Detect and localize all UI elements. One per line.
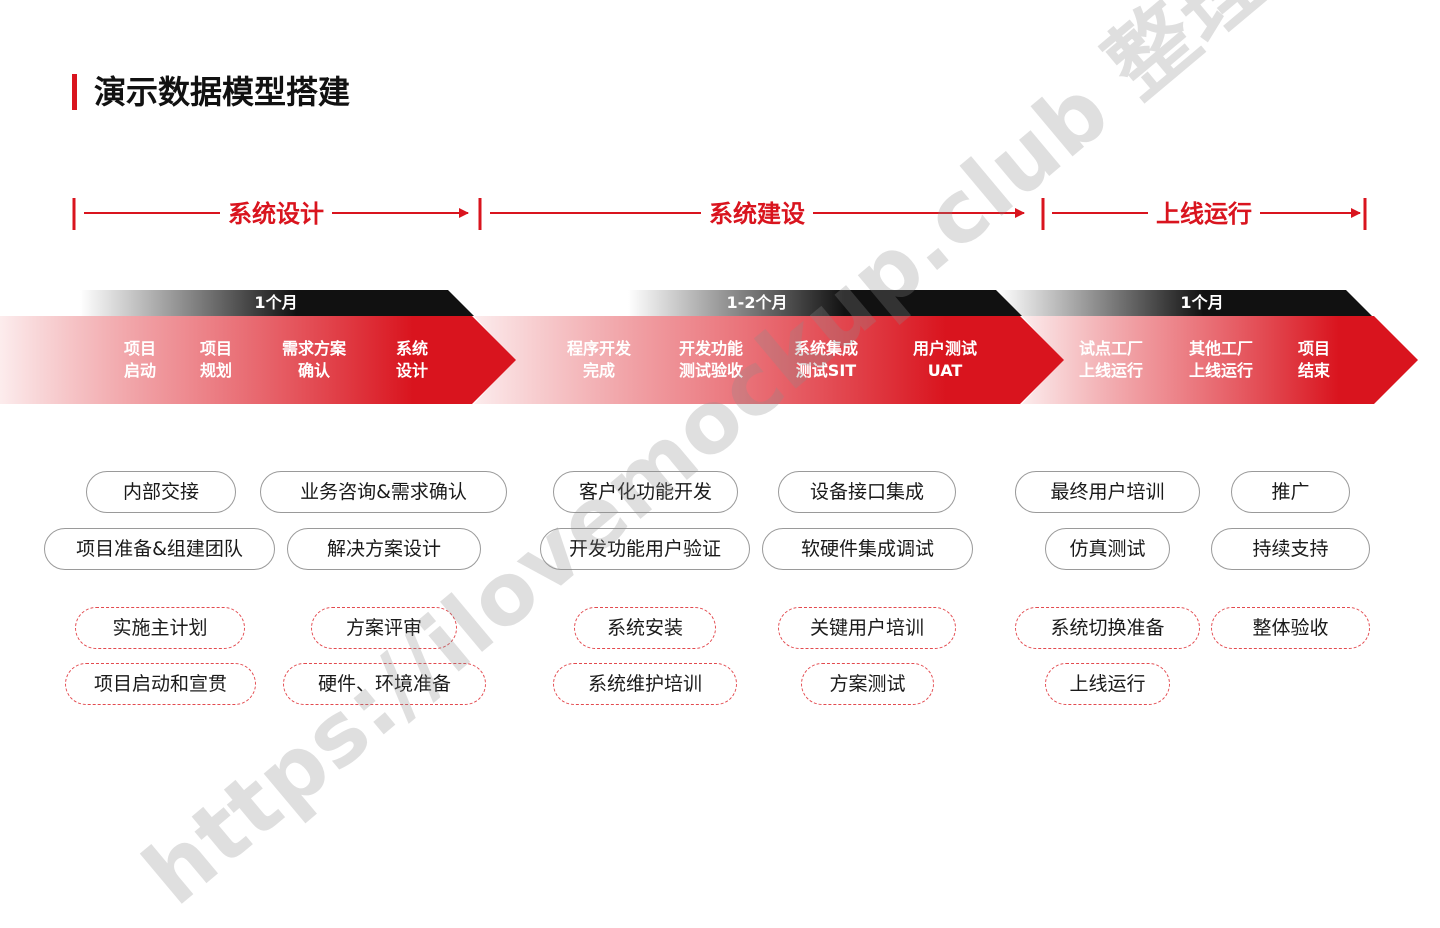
- planned-task-pill: 系统安装: [574, 607, 716, 649]
- timeline-graphics: [0, 198, 1418, 404]
- task-pill: 设备接口集成: [778, 471, 956, 513]
- step-line: 开发功能: [678, 339, 743, 358]
- planned-task-pill: 方案评审: [311, 607, 457, 649]
- step-line: 项目: [1297, 339, 1330, 358]
- step-line: 系统集成: [793, 339, 858, 358]
- page-title: 演示数据模型搭建: [94, 73, 351, 111]
- step-line: 项目: [199, 339, 232, 358]
- title-accent-bar: [72, 74, 77, 110]
- step-line: 测试SIT: [795, 361, 857, 380]
- task-pill: 持续支持: [1211, 528, 1370, 570]
- planned-task-pill: 硬件、环境准备: [283, 663, 486, 705]
- task-pill: 项目准备&组建团队: [44, 528, 275, 570]
- step-line: 测试验收: [678, 361, 743, 380]
- step-other-golive: 其他工厂 上线运行: [1166, 338, 1276, 382]
- step-line: 设计: [395, 361, 428, 380]
- duration-design: 1个月: [254, 293, 298, 312]
- planned-task-pill: 整体验收: [1211, 607, 1370, 649]
- step-dev-complete: 程序开发 完成: [544, 338, 654, 382]
- step-line: UAT: [927, 361, 963, 380]
- step-line: 程序开发: [566, 339, 631, 358]
- planned-task-pill: 方案测试: [801, 663, 934, 705]
- step-line: 试点工厂: [1078, 339, 1143, 358]
- task-pill: 最终用户培训: [1015, 471, 1200, 513]
- step-function-test: 开发功能 测试验收: [656, 338, 766, 382]
- step-line: 启动: [123, 361, 156, 380]
- step-line: 项目: [123, 339, 156, 358]
- step-line: 其他工厂: [1188, 339, 1253, 358]
- duration-band-1: [80, 290, 474, 316]
- planned-task-pill: 关键用户培训: [778, 607, 956, 649]
- step-line: 上线运行: [1078, 361, 1143, 380]
- task-pill: 开发功能用户验证: [540, 528, 750, 570]
- step-line: 用户测试: [912, 339, 977, 358]
- step-requirement-confirm: 需求方案 确认: [259, 338, 369, 382]
- duration-run: 1个月: [1180, 293, 1224, 312]
- task-pill: 软硬件集成调试: [762, 528, 973, 570]
- step-uat: 用户测试 UAT: [890, 338, 1000, 382]
- task-pill: 解决方案设计: [287, 528, 481, 570]
- phase-label-build: 系统建设: [701, 194, 813, 234]
- step-line: 系统: [395, 339, 428, 358]
- task-pill: 内部交接: [86, 471, 236, 513]
- planned-task-pill: 系统切换准备: [1015, 607, 1200, 649]
- task-pill: 业务咨询&需求确认: [260, 471, 507, 513]
- phase-chevron-3: [1022, 316, 1418, 404]
- step-line: 上线运行: [1188, 361, 1253, 380]
- step-project-end: 项目 结束: [1259, 338, 1369, 382]
- phase-chevron-2: [474, 316, 1064, 404]
- phase-label-design: 系统设计: [220, 194, 332, 234]
- step-line: 结束: [1297, 361, 1330, 380]
- planned-task-pill: 项目启动和宣贯: [65, 663, 256, 705]
- step-line: 需求方案: [281, 339, 346, 358]
- duration-band-2: [628, 290, 1022, 316]
- duration-build: 1-2个月: [726, 293, 788, 312]
- step-sit: 系统集成 测试SIT: [771, 338, 881, 382]
- task-pill: 客户化功能开发: [553, 471, 738, 513]
- planned-task-pill: 实施主计划: [75, 607, 245, 649]
- step-system-design: 系统 设计: [357, 338, 467, 382]
- step-line: 确认: [297, 361, 330, 380]
- step-line: 完成: [582, 361, 615, 380]
- duration-band-3: [998, 290, 1372, 316]
- planned-task-pill: 上线运行: [1045, 663, 1170, 705]
- planned-task-pill: 系统维护培训: [553, 663, 737, 705]
- step-line: 规划: [199, 361, 232, 380]
- task-pill: 推广: [1231, 471, 1350, 513]
- step-pilot-golive: 试点工厂 上线运行: [1056, 338, 1166, 382]
- step-project-start: 项目 启动: [85, 338, 195, 382]
- phase-label-run: 上线运行: [1148, 194, 1260, 234]
- task-pill: 仿真测试: [1045, 528, 1170, 570]
- phase-chevron-1: [0, 316, 516, 404]
- step-project-plan: 项目 规划: [161, 338, 271, 382]
